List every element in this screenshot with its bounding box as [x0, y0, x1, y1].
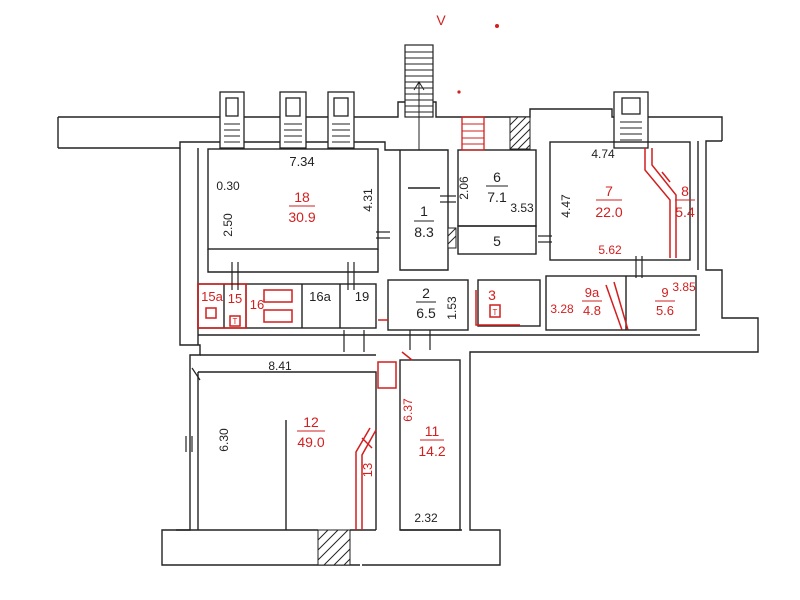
room-7-area: 22.0	[595, 204, 622, 220]
red-highlights	[197, 116, 677, 530]
room-2-number: 2	[422, 285, 430, 301]
room-16a-number: 16a	[309, 289, 331, 304]
dim-4-47: 4.47	[559, 194, 573, 218]
wall-left	[161, 148, 360, 566]
dim-5-62: 5.62	[598, 243, 622, 257]
room-15-number: 15	[228, 291, 242, 306]
dim-2-06: 2.06	[457, 176, 471, 200]
room-2-area: 6.5	[416, 305, 436, 321]
dim-3-53: 3.53	[510, 201, 534, 215]
marker-dot	[495, 24, 499, 28]
dim-6-30: 6.30	[217, 428, 231, 452]
room-1-number: 1	[420, 203, 428, 219]
toilet-mark: T	[233, 317, 238, 326]
room-9-number: 9	[661, 285, 668, 300]
room-16-number: 16	[250, 297, 264, 312]
room-13-number: 13	[360, 463, 375, 477]
marker-dot	[457, 90, 461, 94]
room-2-outline	[387, 279, 469, 331]
room-8-area: 5.4	[675, 204, 695, 220]
window-frames	[219, 91, 649, 149]
room-18-area: 30.9	[288, 209, 315, 225]
room-15a-number: 15a	[201, 289, 223, 304]
wall-right	[362, 140, 759, 566]
room-7-outline	[549, 141, 691, 261]
room-5-number: 5	[493, 233, 501, 249]
hatched-blocks	[317, 116, 531, 566]
room-18-outline	[207, 148, 379, 250]
dim-3-85: 3.85	[672, 280, 696, 294]
room-12-area: 49.0	[297, 434, 324, 450]
dim-2-32: 2.32	[414, 511, 438, 525]
room-9a-area: 4.8	[583, 303, 601, 318]
room-3-outline	[477, 279, 541, 327]
room-outlines	[197, 141, 700, 531]
dim-3-28: 3.28	[550, 302, 574, 316]
dim-6-37: 6.37	[401, 398, 415, 422]
room-11-area: 14.2	[418, 443, 445, 459]
outer-walls	[57, 101, 759, 566]
room-11-outline	[399, 359, 461, 531]
room-5-outline	[457, 225, 537, 255]
door-markers	[185, 195, 643, 452]
dim-0-30: 0.30	[216, 179, 240, 193]
dim-4-31: 4.31	[361, 188, 375, 212]
room-1-area: 8.3	[414, 224, 434, 240]
room-11-number: 11	[425, 423, 440, 439]
room-12-outline	[198, 371, 377, 530]
room-6-number: 6	[493, 169, 501, 185]
top-letter: V	[436, 12, 446, 28]
room-9-area: 5.6	[656, 303, 674, 318]
dim-4-74: 4.74	[591, 147, 615, 161]
dim-8-41: 8.41	[268, 359, 292, 373]
room-19-number: 19	[355, 289, 369, 304]
room-7-number: 7	[605, 183, 613, 199]
dim-1-53: 1.53	[445, 296, 459, 320]
room-12-number: 12	[303, 414, 319, 430]
dim-2-50: 2.50	[221, 213, 235, 237]
room-9a-number: 9a	[585, 285, 600, 300]
staircase	[404, 44, 434, 150]
toilet-mark: T	[493, 308, 498, 317]
dim-7-34: 7.34	[289, 154, 314, 169]
room-3-number: 3	[488, 287, 496, 303]
room-6-area: 7.1	[487, 189, 507, 205]
room-18-number: 18	[294, 189, 310, 205]
room-8-number: 8	[681, 183, 689, 199]
room-1-outline	[399, 149, 449, 271]
